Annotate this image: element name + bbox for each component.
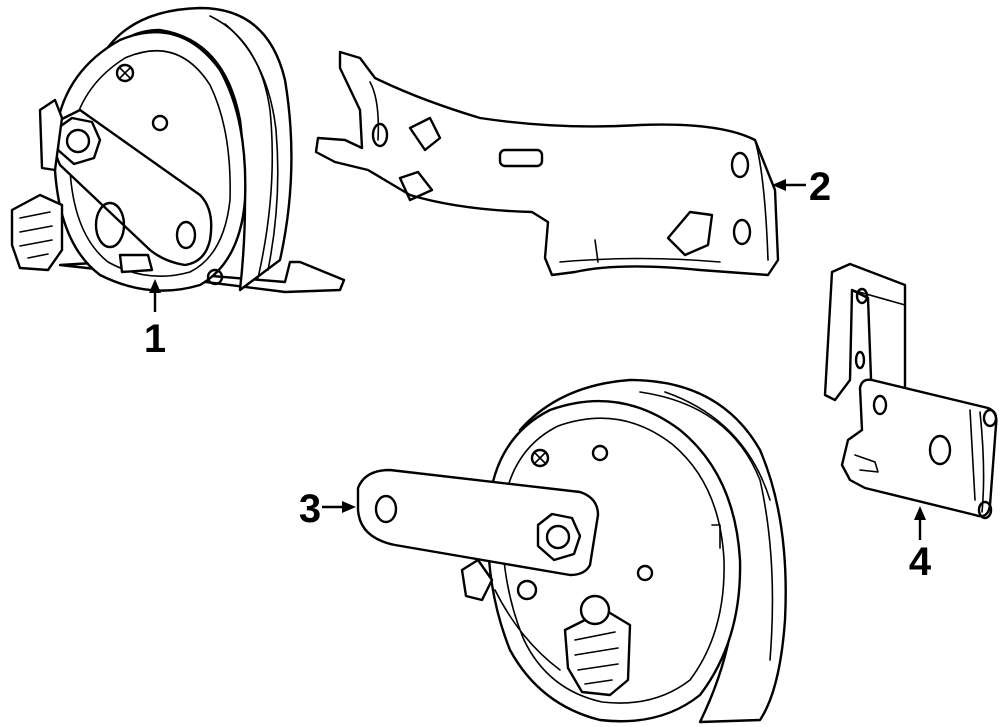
callout-3-arrow (342, 501, 356, 513)
callout-1-label: 1 (144, 317, 166, 361)
part-2-bracket (314, 50, 780, 277)
part-1-horn-upper (10, 6, 346, 294)
callout-1-arrow (149, 279, 161, 293)
part-3-horn-lower (356, 378, 787, 724)
callout-2: 2 (772, 165, 831, 209)
callout-4-arrow (914, 506, 926, 520)
callout-1: 1 (144, 279, 166, 361)
part-4-small-bracket (823, 262, 998, 520)
callout-2-arrow (772, 179, 786, 191)
callout-2-label: 2 (809, 165, 831, 209)
callout-4: 4 (909, 506, 932, 584)
callout-3: 3 (299, 487, 356, 531)
callout-4-label: 4 (909, 540, 932, 584)
callout-3-label: 3 (299, 487, 321, 531)
